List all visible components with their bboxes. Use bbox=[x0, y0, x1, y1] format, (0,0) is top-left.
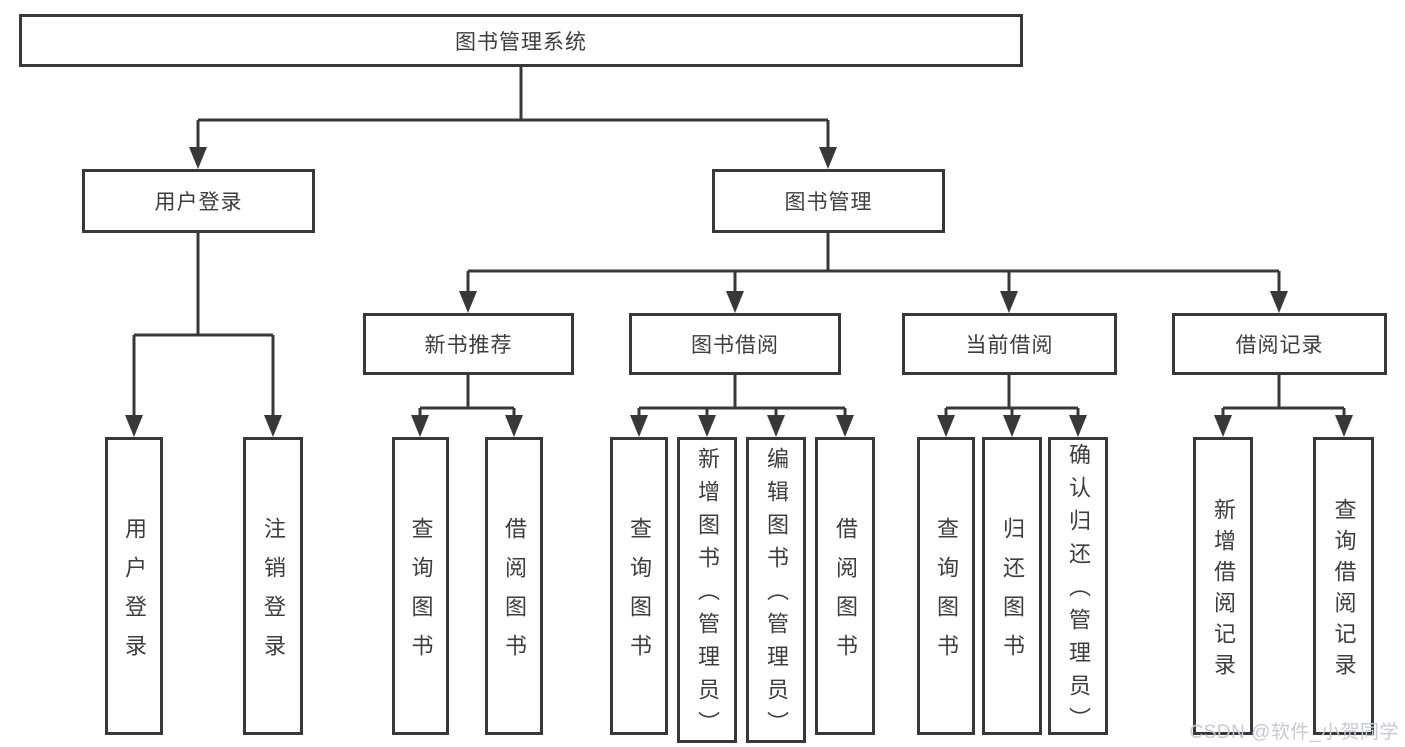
leaf-add-borrow-record: 新增借阅记录 bbox=[1193, 437, 1253, 735]
csdn-watermark: CSDN @软件_小贺同学 bbox=[1189, 722, 1399, 743]
arrowheads bbox=[125, 147, 1353, 437]
leaf-query-books-recommend: 查询图书 bbox=[392, 437, 449, 735]
leaf-return-books: 归还图书 bbox=[982, 437, 1042, 735]
leaf-add-books-admin: 新增图书（管理员） bbox=[677, 437, 737, 744]
leaf-confirm-return-admin: 确认归还（管理员） bbox=[1048, 437, 1108, 740]
node-user-login: 用户登录 bbox=[82, 169, 315, 233]
node-library-management-system: 图书管理系统 bbox=[19, 14, 1023, 67]
node-book-management: 图书管理 bbox=[712, 169, 945, 233]
node-book-borrowing: 图书借阅 bbox=[629, 313, 841, 375]
leaf-user-login: 用户登录 bbox=[105, 437, 163, 735]
leaf-query-books-borrow: 查询图书 bbox=[610, 437, 668, 735]
node-new-book-recommendation: 新书推荐 bbox=[363, 313, 574, 375]
leaf-query-borrow-record: 查询借阅记录 bbox=[1313, 437, 1374, 735]
leaf-borrow-books: 借阅图书 bbox=[815, 437, 875, 735]
node-current-borrowing: 当前借阅 bbox=[902, 313, 1117, 375]
leaf-logout: 注销登录 bbox=[243, 437, 303, 735]
leaf-edit-books-admin: 编辑图书（管理员） bbox=[746, 437, 806, 744]
leaf-query-books-current: 查询图书 bbox=[917, 437, 975, 735]
leaf-borrow-books-recommend: 借阅图书 bbox=[485, 437, 543, 735]
node-borrowing-records: 借阅记录 bbox=[1172, 313, 1387, 375]
